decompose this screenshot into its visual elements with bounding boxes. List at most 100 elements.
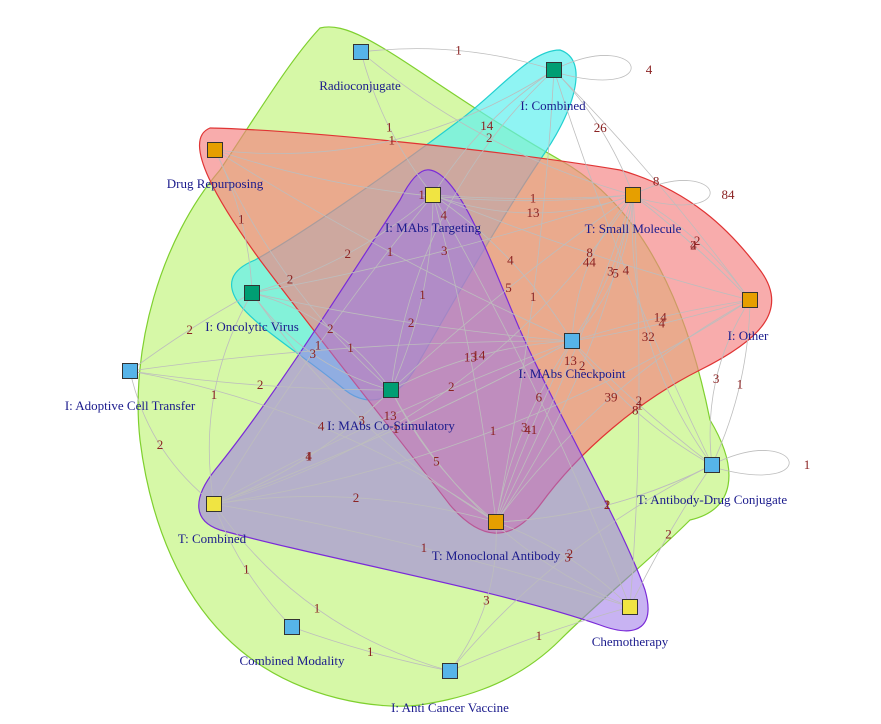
edge-weight-label: 41	[524, 422, 537, 437]
node-i-mabs-targeting[interactable]	[425, 187, 441, 203]
edge-weight-label: 13	[564, 353, 577, 368]
edge-weight-label: 2	[694, 233, 701, 248]
edge-weight-label: 44	[583, 255, 597, 270]
node-i-mabs-co-stimulatory[interactable]	[383, 382, 399, 398]
edge-i_other-to-t_antibody_drug_conjugate	[711, 299, 751, 466]
edge-radioconjugate-to-i_mabs_targeting	[360, 51, 434, 196]
edge-weight-label: 13	[527, 205, 540, 220]
node-i-combined[interactable]	[546, 62, 562, 78]
edge-weight-label: 2	[665, 527, 672, 542]
edge-weight-label: 1	[314, 601, 321, 616]
edge-weight-label: 3	[713, 371, 720, 386]
edge-i_oncolytic_virus-to-t_monoclonal_antibody	[251, 292, 497, 523]
edge-radioconjugate-to-i_combined	[360, 48, 555, 71]
edge-t_combined-to-t_small_molecule	[213, 194, 634, 505]
node-combined-modality[interactable]	[284, 619, 300, 635]
node-label-drug-repurposing: Drug Repurposing	[167, 176, 264, 191]
edge-weight-label: 3	[483, 593, 490, 608]
edge-weight-label: 1	[367, 644, 374, 659]
edge-weight-label: 3	[521, 419, 528, 434]
edge-weight-label: 1	[536, 628, 543, 643]
edge-weight-label: 4	[318, 419, 325, 434]
edge-i_mabs_checkpoint-to-t_antibody_drug_conjugate	[571, 340, 713, 466]
edge-i_mabs_targeting-to-i_combined	[432, 69, 555, 196]
edge-drug_repurposing-to-t_small_molecule	[214, 149, 634, 202]
edge-weight-label: 1	[804, 457, 811, 472]
edge-t_antibody_drug_conjugate-to-chemotherapy	[629, 464, 713, 608]
edge-weight-label: 1	[530, 289, 537, 304]
edge-weight-label: 5	[433, 454, 440, 469]
edge-i_mabs_targeting-to-i_mabs_co_stimulatory	[390, 194, 434, 391]
edge-weight-label: 1	[604, 497, 611, 512]
edge-weight-label: 4	[305, 449, 312, 464]
edge-t_combined-to-chemotherapy	[213, 503, 631, 608]
edge-i_oncolytic_virus-to-i_mabs_targeting	[251, 194, 434, 294]
edge-weight-label: 1	[393, 421, 400, 436]
edge-weight-label: 2	[186, 322, 193, 337]
edge-weight-label: 2	[345, 246, 352, 261]
edge-t_small_molecule-to-t_antibody_drug_conjugate	[631, 194, 713, 466]
node-i-oncolytic-virus[interactable]	[244, 285, 260, 301]
edge-weight-label: 2	[287, 272, 294, 287]
node-t-monoclonal-antibody[interactable]	[488, 514, 504, 530]
node-label-t-small-molecule: T: Small Molecule	[585, 221, 682, 236]
node-label-i-anti-cancer-vaccine: I: Anti Cancer Vaccine	[391, 700, 509, 715]
edge-t_monoclonal_antibody-to-i_mabs_checkpoint	[495, 340, 573, 523]
edge-t_small_molecule-to-t_small_molecule	[640, 180, 711, 206]
node-t-antibody-drug-conjugate[interactable]	[704, 457, 720, 473]
edge-weight-label: 2	[579, 358, 586, 373]
edge-i_adoptive_cell_transfer-to-t_combined	[129, 370, 215, 505]
edge-i_mabs_checkpoint-to-t_monoclonal_antibody	[495, 340, 573, 523]
edge-weight-label: 2	[604, 497, 611, 512]
edge-i_other-to-i_mabs_checkpoint	[571, 299, 751, 342]
node-label-combined-modality: Combined Modality	[239, 653, 345, 668]
edge-weight-label: 1	[243, 562, 250, 577]
edge-weight-label: 14	[654, 309, 668, 324]
edge-weight-label: 2	[448, 379, 455, 394]
edge-weight-label: 3	[358, 413, 365, 428]
node-i-other[interactable]	[742, 292, 758, 308]
edge-drug_repurposing-to-i_combined	[214, 69, 555, 154]
edge-i_mabs_targeting-to-t_monoclonal_antibody	[432, 194, 497, 523]
edge-t_combined-to-i_mabs_checkpoint	[213, 340, 573, 505]
edge-weight-label: 6	[536, 389, 543, 404]
edge-weight-label: 2	[157, 437, 164, 452]
edge-t_combined-to-t_monoclonal_antibody	[213, 496, 497, 523]
node-label-i-other: I: Other	[728, 328, 769, 343]
edge-weight-label: 1	[388, 133, 395, 148]
node-i-adoptive-cell-transfer[interactable]	[122, 363, 138, 379]
edge-weight-label: 39	[605, 389, 618, 404]
edge-t_monoclonal_antibody-to-chemotherapy	[495, 521, 631, 608]
node-t-small-molecule[interactable]	[625, 187, 641, 203]
edge-weight-label: 1	[347, 340, 354, 355]
edge-i_mabs_checkpoint-to-i_other	[571, 299, 751, 342]
node-radioconjugate[interactable]	[353, 44, 369, 60]
node-i-mabs-checkpoint[interactable]	[564, 333, 580, 349]
node-chemotherapy[interactable]	[622, 599, 638, 615]
edge-t_antibody_drug_conjugate-to-t_monoclonal_antibody	[495, 464, 713, 523]
edge-weight-label: 1	[637, 398, 644, 413]
edge-i_adoptive_cell_transfer-to-i_oncolytic_virus	[129, 292, 253, 372]
edge-weight-label: 2	[486, 130, 493, 145]
edge-t_small_molecule-to-t_monoclonal_antibody	[495, 194, 634, 523]
edge-chemotherapy-to-i_anti_cancer_vaccine	[449, 606, 631, 672]
edge-weight-label: 8	[632, 403, 639, 418]
edge-weight-label: 14	[480, 118, 494, 133]
edge-weight-label: 5	[612, 265, 619, 280]
edge-t_antibody_drug_conjugate-to-t_antibody_drug_conjugate	[719, 450, 790, 476]
edge-i_combined-to-i_other	[553, 69, 751, 301]
edge-i_mabs_targeting-to-t_small_molecule	[432, 194, 634, 199]
edge-t_antibody_drug_conjugate-to-i_anti_cancer_vaccine	[449, 464, 713, 672]
edge-i_combined-to-t_monoclonal_antibody	[495, 69, 555, 523]
node-label-i-oncolytic-virus: I: Oncolytic Virus	[205, 319, 299, 334]
node-drug-repurposing[interactable]	[207, 142, 223, 158]
edge-i_mabs_co_stimulatory-to-drug_repurposing	[214, 149, 392, 391]
node-t-combined[interactable]	[206, 496, 222, 512]
edge-t_combined-to-i_other	[213, 299, 751, 505]
edge-weight-label: 2	[690, 237, 697, 252]
edge-i_combined-to-i_combined	[561, 55, 632, 81]
node-i-anti-cancer-vaccine[interactable]	[442, 663, 458, 679]
